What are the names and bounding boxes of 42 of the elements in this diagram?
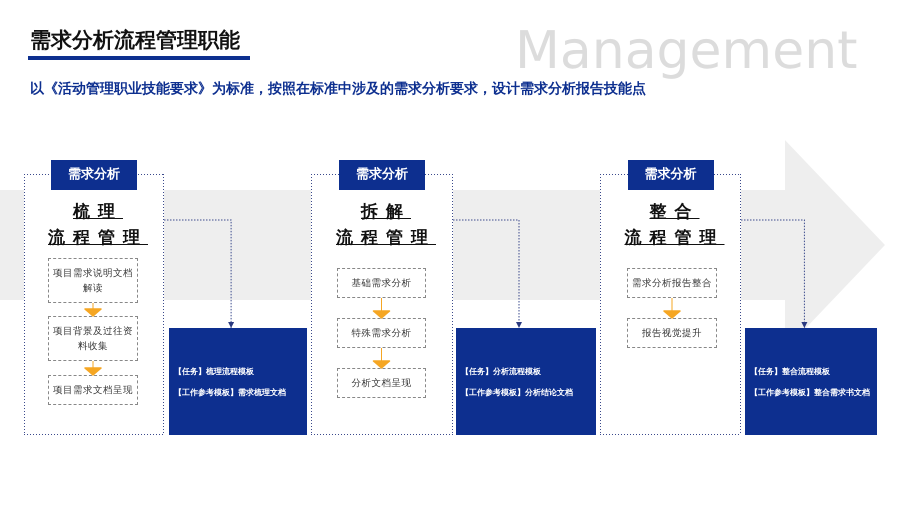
stage-title: 拆解 — [360, 201, 412, 223]
info-box — [745, 328, 877, 435]
dotted-arrow — [740, 220, 808, 328]
dashed-box — [627, 268, 717, 298]
tab-label: 需求分析 — [51, 160, 137, 190]
step-text: 报告视觉提升 — [642, 326, 702, 340]
task-text: 【任务】梳理流程模板 — [174, 366, 255, 376]
tab-label: 需求分析 — [339, 160, 425, 190]
stage-title: 梳理 — [72, 201, 124, 223]
dashed-box — [627, 318, 717, 348]
task-text: 【工作参考模板】整合需求书文档 — [750, 386, 871, 398]
stage-title: 流程管理 — [47, 227, 149, 249]
dashed-box — [48, 258, 138, 303]
step-text: 特殊需求分析 — [352, 326, 412, 340]
info-box — [169, 328, 307, 435]
dotted-arrow — [452, 220, 522, 328]
dashed-box — [337, 268, 426, 298]
task-text: 【工作参考模板】需求梳理文档 — [174, 386, 287, 398]
step-text: 项目需求文档呈现 — [53, 384, 133, 398]
step-text: 项目背景及过往资料收集 — [52, 324, 134, 354]
dashed-box — [48, 375, 138, 405]
task-text: 【工作参考模板】分析结论文档 — [461, 386, 574, 398]
stage-title: 流程管理 — [624, 227, 726, 249]
dotted-panel — [24, 160, 164, 435]
dashed-box — [48, 316, 138, 361]
step-text: 项目需求说明文档解读 — [52, 266, 134, 296]
step-text: 基础需求分析 — [352, 276, 412, 290]
subtitle: 以《活动管理职业技能要求》为标准，按照在标准中涉及的需求分析要求，设计需求分析报告技能点 — [30, 80, 646, 98]
tab-label: 需求分析 — [628, 160, 714, 190]
task-text: 【任务】整合流程模板 — [750, 366, 831, 376]
stage-title: 整合 — [648, 201, 700, 223]
step-text: 需求分析报告整合 — [632, 276, 712, 290]
info-box — [456, 328, 596, 435]
stage-title: 流程管理 — [335, 227, 437, 249]
dotted-arrow — [164, 220, 234, 328]
task-text: 【任务】分析流程模板 — [461, 366, 542, 376]
dashed-box — [337, 368, 426, 398]
dashed-box — [337, 318, 426, 348]
step-text: 分析文档呈现 — [352, 376, 412, 390]
page-title: 需求分析流程管理职能 — [30, 27, 240, 54]
dotted-panel — [311, 160, 453, 435]
dotted-panel — [600, 160, 741, 435]
